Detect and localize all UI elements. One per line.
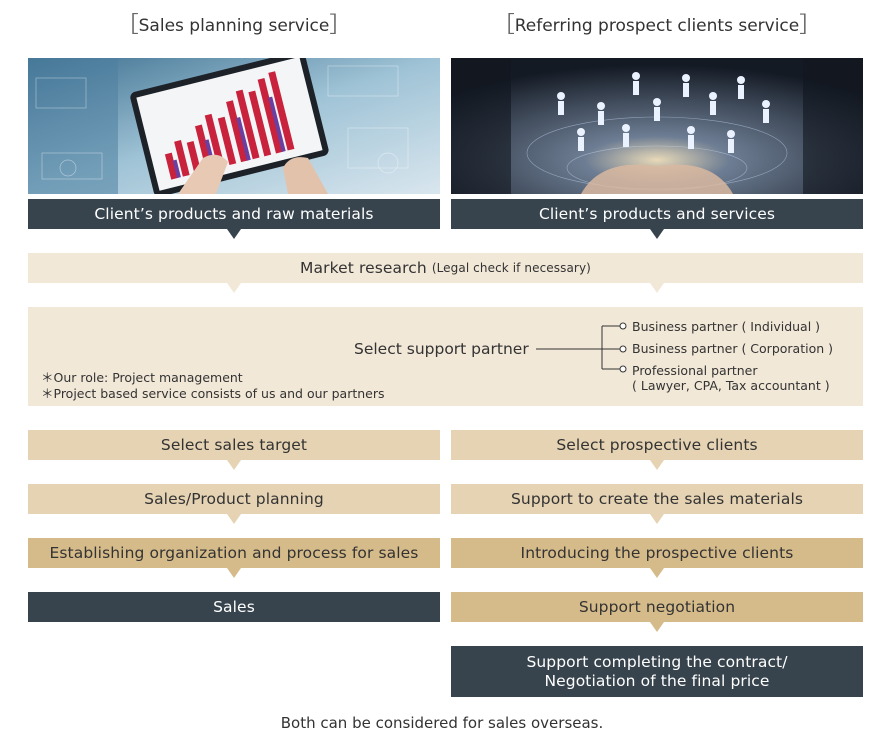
arrow-down-icon (650, 622, 664, 632)
right-step-introducing-clients: Introducing the prospective clients (451, 538, 863, 568)
arrow-down-icon (227, 283, 241, 293)
bracket-close: ］ (329, 13, 352, 38)
right-start-box: Client’s products and services (451, 199, 863, 229)
right-column-title: ［Referring prospect clients service］ (451, 12, 863, 40)
arrow-down-icon (650, 283, 664, 293)
business-network-people-photo (451, 58, 863, 194)
right-step-support-negotiation: Support negotiation (451, 592, 863, 622)
select-partner-block (28, 307, 863, 406)
partner-item-individual: Business partner ( Individual ) (632, 319, 821, 334)
right-step-final: Support completing the contract/ Negotia… (451, 646, 863, 697)
partner-item-corporation: Business partner ( Corporation ) (632, 341, 833, 356)
market-research-note: (Legal check if necessary) (431, 260, 591, 275)
arrow-down-icon (227, 460, 241, 470)
arrow-down-icon (227, 568, 241, 578)
partner-connector-lines (536, 322, 627, 373)
note-our-role: ＊Our role: Project management (41, 370, 243, 385)
tablet-bar-chart-photo (28, 58, 440, 194)
right-step-sales-materials: Support to create the sales materials (451, 484, 863, 514)
select-partner-label: Select support partner (354, 340, 529, 358)
bracket-open: ［ (116, 13, 139, 38)
tablet-photo-illustration (28, 58, 440, 194)
final-step-line-2: Negotiation of the final price (544, 671, 770, 690)
left-column-title: ［Sales planning service］ (28, 12, 440, 40)
network-photo-illustration (451, 58, 863, 194)
right-step-select-prospective-clients: Select prospective clients (451, 430, 863, 460)
note-project-based: ＊Project based service consists of us an… (41, 386, 385, 401)
bracket-close: ］ (799, 13, 822, 38)
left-start-box: Client’s products and raw materials (28, 199, 440, 229)
arrow-down-icon (227, 514, 241, 524)
partner-item-professional: Professional partner (632, 363, 758, 378)
arrow-down-icon (227, 229, 241, 239)
left-column-title-text: Sales planning service (138, 16, 330, 36)
left-step-sales: Sales (28, 592, 440, 622)
final-step-line-1: Support completing the contract/ (526, 652, 788, 671)
partner-item-professional-detail: ( Lawyer, CPA, Tax accountant ) (632, 378, 830, 393)
footer-note: Both can be considered for sales oversea… (280, 714, 604, 732)
left-step-sales-product-planning: Sales/Product planning (28, 484, 440, 514)
right-column-title-text: Referring prospect clients service (514, 16, 800, 36)
market-research-box: Market research (Legal check if necessar… (28, 253, 863, 283)
arrow-down-icon (650, 229, 664, 239)
left-step-establishing-organization: Establishing organization and process fo… (28, 538, 440, 568)
market-research-label: Market research (300, 258, 427, 277)
left-step-select-sales-target: Select sales target (28, 430, 440, 460)
bracket-open: ［ (492, 13, 515, 38)
arrow-down-icon (650, 460, 664, 470)
arrow-down-icon (650, 568, 664, 578)
arrow-down-icon (650, 514, 664, 524)
